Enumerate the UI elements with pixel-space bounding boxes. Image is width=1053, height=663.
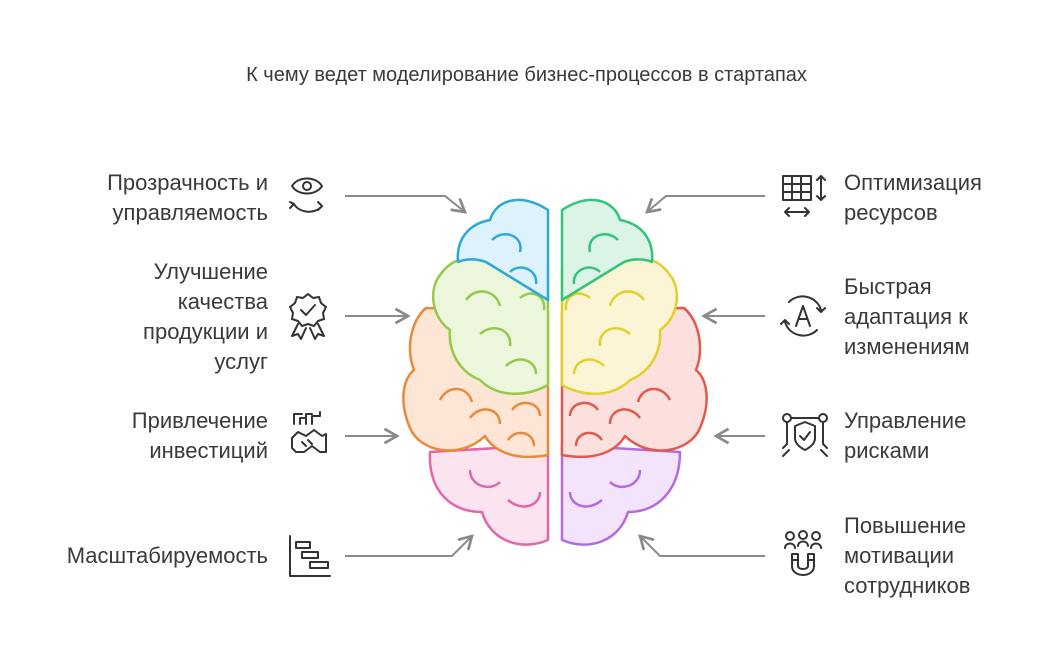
eye-cycle-icon xyxy=(289,177,323,213)
label-adaptation: Быстрая адаптация к изменениям xyxy=(844,272,970,362)
label-line: адаптация к xyxy=(844,304,968,329)
gantt-chart-icon xyxy=(289,535,331,577)
brain-right-hemisphere xyxy=(560,198,708,546)
arrow-transparency xyxy=(345,195,468,214)
arrow-scalability xyxy=(345,534,474,557)
label-line: сотрудников xyxy=(844,573,971,598)
label-line: Быстрая xyxy=(844,274,932,299)
label-line: Масштабируемость xyxy=(66,543,268,568)
label-line: Управление xyxy=(844,408,967,433)
shield-network-icon xyxy=(782,413,828,457)
label-line: инвестиций xyxy=(149,438,268,463)
label-line: рисками xyxy=(844,438,930,463)
label-line: услуг xyxy=(214,349,268,374)
label-motivation: Повышение мотивации сотрудников xyxy=(844,511,970,601)
label-risk: Управление рисками xyxy=(844,406,966,466)
label-resources: Оптимизация ресурсов xyxy=(844,168,982,228)
arrow-motivation xyxy=(638,534,765,557)
label-line: качества xyxy=(177,289,268,314)
label-quality: Улучшение качества продукции и услуг xyxy=(143,257,268,377)
diagram-title: К чему ведет моделирование бизнес-процес… xyxy=(246,64,807,86)
label-line: Привлечение xyxy=(131,408,268,433)
brain-lobe-green xyxy=(560,198,654,302)
handshake-investment-icon xyxy=(291,411,327,453)
label-line: Повышение xyxy=(844,513,967,538)
label-line: Улучшение xyxy=(153,259,268,284)
brain-left-hemisphere xyxy=(402,198,550,546)
brain-lobe-purple xyxy=(560,443,682,546)
adapt-cycle-icon xyxy=(780,295,826,337)
label-line: изменениям xyxy=(844,334,970,359)
label-scalability: Масштабируемость xyxy=(67,541,268,571)
label-line: продукции и xyxy=(143,319,268,344)
label-line: управляемость xyxy=(112,200,268,225)
label-line: Оптимизация xyxy=(844,170,982,195)
connector-arrows xyxy=(345,195,765,557)
label-investments: Привлечение инвестиций xyxy=(132,406,268,466)
label-line: Прозрачность и xyxy=(107,170,268,195)
resize-grid-icon xyxy=(782,175,826,217)
brain-lobe-blue xyxy=(456,198,550,302)
label-line: ресурсов xyxy=(844,200,938,225)
label-transparency: Прозрачность и управляемость xyxy=(107,168,268,228)
arrow-resources xyxy=(644,195,765,214)
people-magnet-icon xyxy=(784,530,822,576)
quality-badge-icon xyxy=(289,293,327,340)
label-line: мотивации xyxy=(844,543,955,568)
brain-lobe-pink xyxy=(428,443,550,546)
